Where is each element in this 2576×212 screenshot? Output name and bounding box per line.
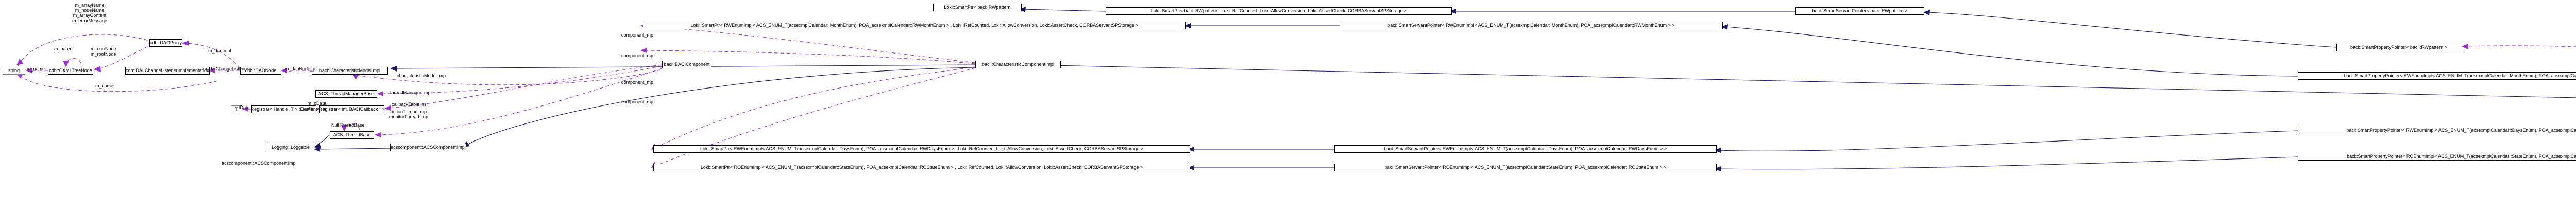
edge-label-lbl-daoimpl: m_daoImpl [208,48,231,54]
class-node-loggable[interactable]: Logging::Loggable [267,144,314,151]
class-node-registrar_int[interactable]: Registrar< int, BACICallback * > [319,105,385,113]
edge-label-lbl-tdata: tData [239,105,250,110]
class-node-loki_rw_short[interactable]: Loki::SmartPtr< baci::RWpattern [933,4,1022,11]
class-node-loki_days_full[interactable]: Loki::SmartPtr< RWEnumImpl< ACS_ENUM_T(a… [653,145,1190,153]
class-node-daoproxy[interactable]: cdb::DAOProxy [149,39,182,47]
edge-label-lbl-name-top: m_name [27,66,45,72]
class-node-characteristiccomponent[interactable]: baci::CharacteristicComponentImpl [975,61,1061,68]
class-node-threadmanagerbase[interactable]: ACS::ThreadManagerBase [315,90,377,98]
edge-label-lbl-component-mp3: component_mp [621,80,654,85]
edge-label-lbl-charmodel: characteristicModel_mp [397,73,446,78]
edge-label-lbl-daonode: m_daoNode_p [285,66,316,72]
class-node-genericptr[interactable]: T [231,105,242,113]
class-node-daonode[interactable]: cdb::DAONode [240,67,281,75]
class-node-dalchangelistener[interactable]: cdb::DALChangeListenerImplementation [125,67,210,75]
class-node-loki_month_full[interactable]: Loki::SmartPtr< RWEnumImpl< ACS_ENUM_T(a… [643,22,1186,29]
class-node-bacicomponent[interactable]: baci::BACIComponent [662,61,711,68]
class-node-smartprop_rw[interactable]: baci::SmartPropertyPointer< baci::RWpatt… [2336,44,2461,51]
edge-label-lbl-callbacktable: callbackTable_m [392,102,426,107]
class-node-smartservant_state[interactable]: baci::SmartServantPointer< ROEnumImpl< A… [1334,164,1717,171]
edge-label-lbl-component-mp4: component_mp [621,99,654,104]
edge-label-lbl-threadmgr: threadManager_mp [390,90,431,95]
class-node-registrar_handle[interactable]: Registrar< Handle, T >::Element [251,105,317,113]
edge-label-lbl-component-mp2: component_mp [621,53,654,58]
class-node-loki_rw_full[interactable]: Loki::SmartPtr< baci::RWpattern , Loki::… [1106,7,1452,15]
class-node-smartservant_month[interactable]: baci::SmartServantPointer< RWEnumImpl< A… [1340,22,1723,29]
class-node-smartprop_month[interactable]: baci::SmartPropertyPointer< RWEnumImpl< … [2298,72,2576,80]
edge-label-lbl-nullthread: NullThreadBase [331,122,365,128]
edge-label-lbl-acscomponent: acscomponent::ACSComponentImpl [222,161,297,166]
class-node-smartprop_days[interactable]: baci::SmartPropertyPointer< RWEnumImpl< … [2298,127,2576,134]
class-node-smartprop_state[interactable]: baci::SmartPropertyPointer< ROEnumImpl< … [2298,153,2576,161]
edge-label-lbl-name-bottom: m_name [95,83,114,89]
class-node-cxmltreenode[interactable]: cdb::CXMLTreeNode [48,67,93,75]
class-node-loki_state_full[interactable]: Loki::SmartPtr< ROEnumImpl< ACS_ENUM_T(a… [653,164,1190,171]
edge-label-lbl-parent: m_parent [54,46,74,51]
edge-label-lbl-component-mp1: component_mp [621,32,654,38]
class-node-acscomponentimpl[interactable]: acscomponent::ACSComponentImpl [390,144,466,151]
class-node-smartservant_rw[interactable]: baci::SmartServantPointer< baci::RWpatte… [1795,7,1924,15]
class-node-string[interactable]: string [3,67,25,75]
class-node-smartservant_days[interactable]: baci::SmartServantPointer< RWEnumImpl< A… [1334,145,1717,153]
class-node-threadbase[interactable]: ACS::ThreadBase [330,131,374,139]
class-node-charmodelimpl[interactable]: baci::CharacteristicModelImpl [312,67,388,75]
edge-label-lbl-dalchange: m_dalChangeListener [203,66,249,72]
